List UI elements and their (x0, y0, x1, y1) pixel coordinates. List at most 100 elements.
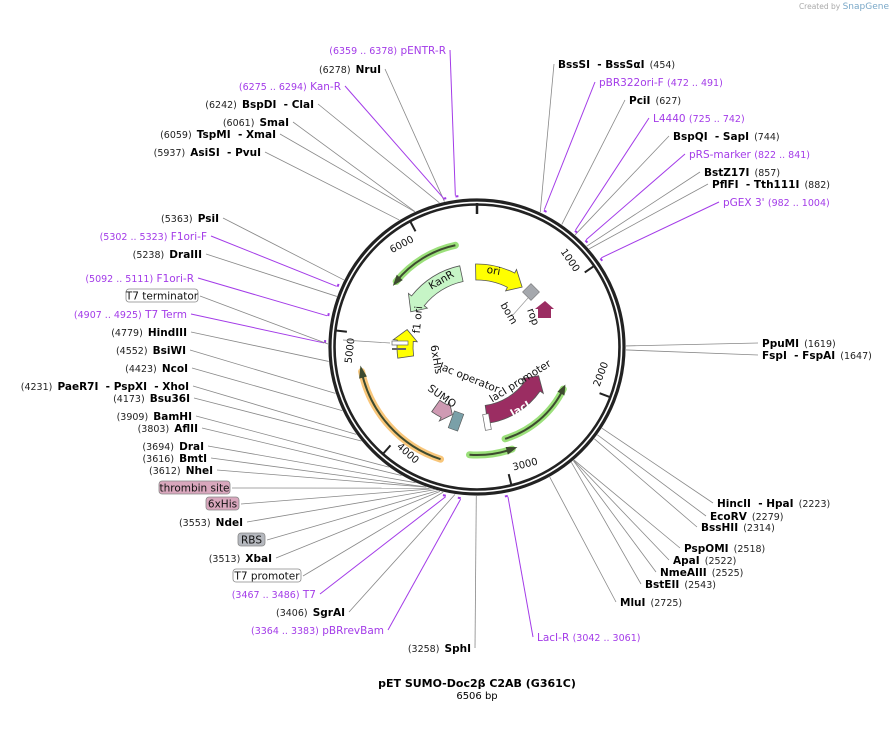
orf-arrow-insert[interactable] (358, 365, 445, 463)
site-position: (3803) (138, 424, 170, 435)
feature-kanr[interactable] (407, 265, 464, 313)
restriction-site[interactable]: PflFI - Tth111I (882) (712, 173, 830, 192)
site-line (275, 490, 441, 559)
site-name: NmeAIII (660, 567, 707, 579)
restriction-site[interactable]: (4779) HindIII (111, 321, 187, 340)
restriction-site[interactable]: (5937) AsiSI - PvuI (154, 141, 261, 160)
site-line (222, 217, 345, 281)
primer[interactable]: (6275 .. 6294) Kan-R (239, 81, 341, 93)
orf-arrow-laci[interactable] (501, 384, 567, 443)
site-name: PciI (629, 95, 650, 107)
lac-operator-label: lac operator (437, 361, 501, 396)
restriction-site[interactable]: NmeAIII (2525) (660, 561, 743, 580)
restriction-site[interactable]: (4231) PaeR7I - PspXI - XhoI (21, 375, 189, 394)
primer[interactable]: (3467 .. 3486) T7 (232, 589, 316, 601)
svg-text:MluI (2725): MluI (2725) (620, 591, 682, 610)
restriction-site[interactable]: (5363) PsiI (161, 207, 219, 226)
restriction-site[interactable]: (3616) BmtI (142, 447, 207, 466)
svg-text:L4440 (725 .. 742): L4440 (725 .. 742) (653, 113, 745, 125)
feature-label-box[interactable]: 6xHis (205, 496, 240, 511)
primer-name: L4440 (653, 113, 686, 125)
primer[interactable]: pBR322ori-F (472 .. 491) (599, 77, 723, 89)
tick-label: 3000 (512, 457, 539, 474)
primer-line (543, 81, 596, 210)
site-line (384, 68, 445, 202)
restriction-site[interactable]: PciI (627) (629, 89, 681, 108)
feature-ori[interactable] (475, 263, 523, 292)
restriction-site[interactable]: (5238) DraIII (133, 243, 202, 262)
restriction-site[interactable]: ApaI (2522) (673, 549, 736, 568)
restriction-site[interactable]: PspOMI (2518) (684, 537, 765, 556)
restriction-site[interactable]: (3803) AflII (138, 417, 198, 436)
orf-arrow-kanr[interactable] (392, 241, 459, 286)
primer-name: Kan-R (310, 81, 341, 93)
feature-label-box[interactable]: T7 terminator (125, 288, 199, 303)
restriction-site[interactable]: (6059) TspMI - XmaI (160, 123, 276, 142)
feature-label-box[interactable]: T7 promoter (232, 568, 302, 583)
restriction-site[interactable]: (4173) Bsu36I (113, 387, 190, 406)
restriction-site[interactable]: (3909) BamHI (117, 405, 192, 424)
primer[interactable]: (5092 .. 5111) F1ori-R (85, 273, 194, 285)
restriction-site[interactable]: HincII - HpaI (2223) (717, 492, 830, 511)
restriction-site[interactable]: (4552) BsiWI (116, 339, 186, 358)
restriction-site[interactable]: PpuMI (1619) (762, 332, 836, 351)
feature-t7-terminator-mark[interactable] (391, 340, 409, 346)
primer[interactable]: (4907 .. 4925) T7 Term (74, 309, 187, 321)
feature-bom[interactable] (522, 283, 540, 301)
feature-label-box[interactable]: thrombin site (158, 480, 231, 495)
primer[interactable]: LacI-R (3042 .. 3061) (537, 632, 640, 644)
restriction-site[interactable]: BssSI - BssSαI (454) (558, 53, 675, 72)
site-line (573, 460, 670, 561)
site-position: (454) (650, 60, 676, 71)
site-line (201, 427, 402, 476)
restriction-site[interactable]: (3694) DraI (142, 435, 204, 454)
f1-ori-label: f1 ori (411, 306, 425, 334)
site-position: (744) (754, 132, 780, 143)
restriction-site[interactable]: BspQI - SapI (744) (673, 125, 780, 144)
feature-label-box[interactable]: RBS (237, 532, 266, 547)
restriction-site[interactable]: (3553) NdeI (179, 511, 243, 530)
restriction-site[interactable]: (3406) SgrAI (276, 601, 345, 620)
restriction-site[interactable]: (4423) NcoI (125, 357, 188, 376)
orf-arrow-bottom[interactable] (465, 445, 518, 459)
primer[interactable]: (3364 .. 3383) pBRrevBam (251, 625, 384, 637)
primer[interactable]: (5302 .. 5323) F1ori-F (100, 231, 207, 243)
svg-text:PpuMI (1619): PpuMI (1619) (762, 332, 836, 351)
feature-laci-promoter[interactable] (482, 413, 492, 431)
restriction-site[interactable]: FspI - FspAI (1647) (762, 344, 872, 363)
restriction-site[interactable]: BstEII (2543) (645, 573, 716, 592)
primer-line (507, 496, 534, 638)
restriction-site[interactable]: (3513) XbaI (209, 547, 272, 566)
site-position: (4231) (21, 382, 53, 393)
orf-line (395, 244, 456, 283)
feature-rop[interactable] (535, 301, 554, 318)
primer[interactable]: L4440 (725 .. 742) (653, 113, 745, 125)
feature-sumo[interactable] (431, 399, 453, 422)
feature-line (199, 295, 329, 345)
restriction-site[interactable]: (6278) NruI (319, 58, 381, 77)
feature-his-thrombin[interactable] (447, 410, 465, 432)
site-line (348, 494, 456, 613)
primer-range: (6359 .. 6378) (329, 46, 397, 57)
svg-text:BssHII (2314): BssHII (2314) (701, 516, 775, 535)
feature-laci[interactable] (484, 375, 545, 424)
site-line (190, 331, 329, 362)
primer[interactable]: pGEX 3' (982 .. 1004) (723, 197, 830, 209)
svg-text:(3513) XbaI: (3513) XbaI (209, 547, 272, 566)
restriction-site[interactable]: EcoRV (2279) (710, 505, 784, 524)
svg-text:(3364 .. 3383) pBRrevBam: (3364 .. 3383) pBRrevBam (251, 625, 384, 637)
primer[interactable]: (6359 .. 6378) pENTR-R (329, 45, 446, 57)
primer-range: (982 .. 1004) (768, 198, 830, 209)
feature-name: T7 terminator (125, 291, 199, 303)
restriction-site[interactable]: (3258) SphI (408, 637, 471, 656)
restriction-site[interactable]: (3612) NheI (149, 459, 213, 478)
primer[interactable]: pRS-marker (822 .. 841) (689, 149, 810, 161)
primer-mark (336, 283, 340, 288)
restriction-site[interactable]: BssHII (2314) (701, 516, 775, 535)
restriction-site[interactable]: MluI (2725) (620, 591, 682, 610)
restriction-site[interactable]: BstZ17I (857) (704, 161, 780, 180)
primer-range: (3042 .. 3061) (573, 633, 641, 644)
restriction-site[interactable]: (6061) SmaI (223, 111, 289, 130)
restriction-site[interactable]: (6242) BspDI - ClaI (205, 93, 314, 112)
